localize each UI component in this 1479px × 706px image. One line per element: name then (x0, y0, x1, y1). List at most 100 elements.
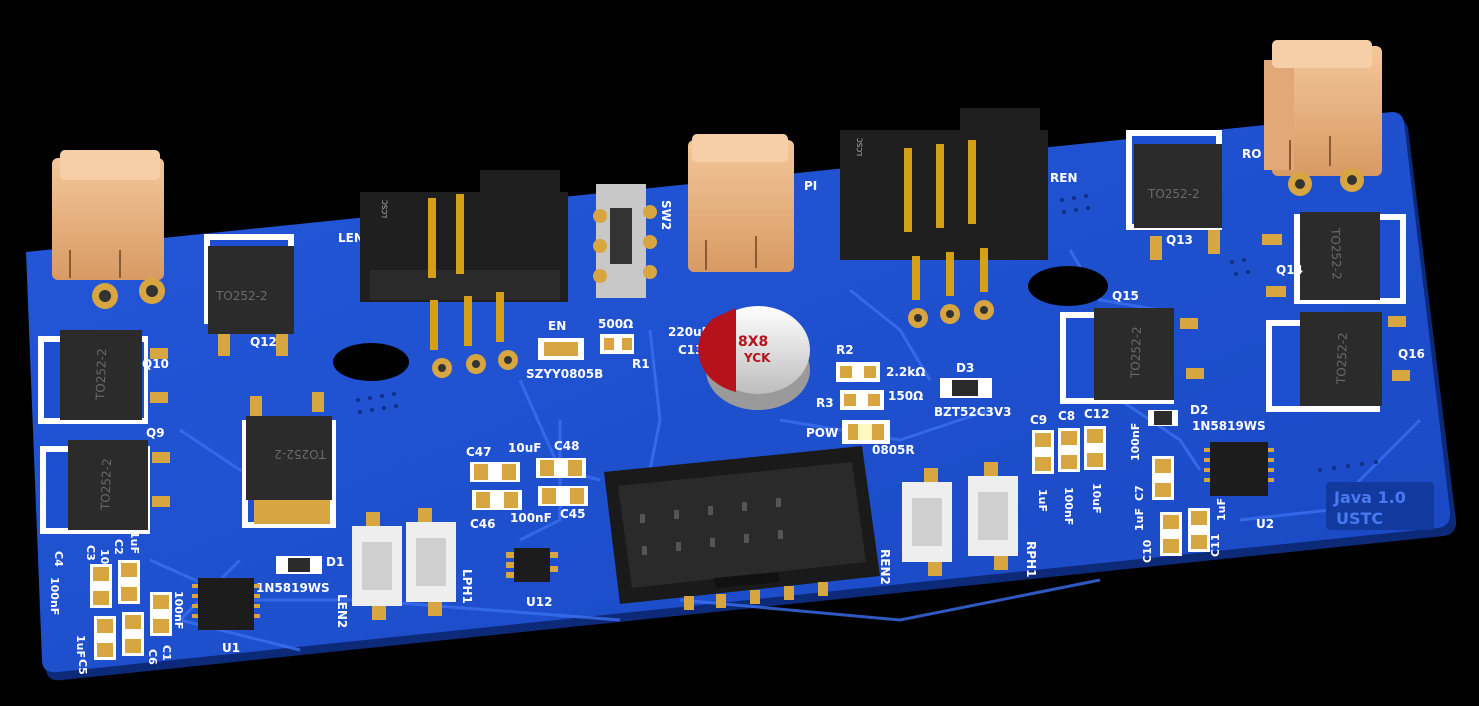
board-org: USTC (1336, 509, 1383, 528)
resistor-r3: R3 150Ω (816, 389, 923, 410)
value-220uf: 220uF (668, 325, 710, 339)
package-label: TO252-2 (1147, 187, 1200, 201)
ref-lph1: LPH1 (460, 569, 474, 604)
ref-c45: C45 (560, 507, 586, 521)
package-label: TO252-2 (274, 447, 327, 461)
mounting-slot (333, 343, 409, 381)
resistor-r2: R2 2.2kΩ (836, 343, 925, 382)
label-ren: REN (1050, 171, 1077, 185)
ref-0805r: 0805R (872, 443, 915, 457)
board-name: Java 1.0 (1333, 488, 1406, 507)
ic-u1: U1 (192, 578, 260, 655)
value-c7: 100nF (1129, 423, 1142, 461)
label-pow: POW (806, 426, 838, 440)
led-pow: POW 0805R (806, 420, 915, 457)
value-150: 150Ω (888, 389, 923, 403)
lcsc-logo: LCSC (856, 138, 865, 156)
label-pi: PI (804, 179, 817, 193)
board-label: Java 1.0 USTC (1326, 482, 1434, 530)
package-label: TO252-2 (215, 289, 268, 303)
xt-connector-left (52, 150, 165, 309)
value-c2: 1uF (128, 531, 141, 554)
value-c8: 100nF (1062, 487, 1075, 525)
package-label: TO252-2 (1128, 326, 1144, 379)
cap-brand: YCK (743, 351, 771, 365)
package-label: TO252-2 (93, 348, 109, 401)
ref-q10: Q10 (142, 357, 169, 371)
ref-c6: C6 (146, 649, 159, 665)
ref-sw2: SW2 (659, 200, 673, 230)
header-len: LEN LCSC (338, 170, 568, 378)
ref-c4: C4 (52, 551, 65, 567)
ref-rph1: RPH1 (1024, 541, 1038, 577)
ref-c7: C7 (1133, 485, 1146, 501)
ref-c1: C1 (160, 645, 173, 661)
diode-d1: D1 1N5819WS (256, 555, 344, 595)
ref-q14: Q14 (1276, 263, 1303, 277)
value-10uf: 10uF (508, 441, 541, 455)
ref-c3: C3 (84, 545, 97, 561)
header-ren: LCSC REN (840, 108, 1077, 328)
value-c1: 100nF (172, 591, 185, 629)
ref-c46: C46 (470, 517, 496, 531)
ref-q9: Q9 (146, 426, 165, 440)
ref-c13: C13 (678, 343, 704, 357)
mosfet-q15: TO252-2 Q15 (1060, 289, 1204, 404)
mosfet-q12: TO252-2 Q12 (204, 234, 294, 356)
label-en: EN (548, 319, 566, 333)
cap-size: 8X8 (738, 334, 768, 350)
via-array (356, 194, 1378, 472)
ref-c2: C2 (112, 539, 125, 555)
label-ro: RO (1242, 147, 1261, 161)
ref-szyy: SZYY0805B (526, 367, 603, 381)
ic-u12: U12 (506, 548, 558, 609)
ref-c11: C11 (1209, 534, 1222, 557)
ref-c9: C9 (1030, 413, 1047, 427)
ref-u2: U2 (1256, 517, 1274, 531)
mosfet-q11: TO252-2 (242, 392, 336, 528)
button-len2: LEN2 (335, 512, 402, 628)
ref-r2: R2 (836, 343, 854, 357)
ref-q13: Q13 (1166, 233, 1193, 247)
mosfet-q14: TO252-2 Q14 (1262, 212, 1406, 304)
ref-r3: R3 (816, 396, 834, 410)
button-rph1: RPH1 (968, 462, 1038, 577)
mounting-slot (1028, 266, 1108, 306)
package-label: TO252-2 (98, 458, 114, 511)
ref-r1: R1 (632, 357, 650, 371)
ref-u12: U12 (526, 595, 552, 609)
ref-ren2: REN2 (878, 549, 892, 585)
capacitor-c13: 220uF C13 8X8 YCK (668, 306, 810, 410)
xt-connector-pi: PI (688, 134, 817, 272)
ref-c12: C12 (1084, 407, 1110, 421)
value-100nf: 100nF (510, 511, 552, 525)
ref-d1: D1 (326, 555, 344, 569)
ref-d2: D2 (1190, 403, 1208, 417)
package-label: TO252-2 (1334, 332, 1350, 385)
mosfet-q10: TO252-2 Q10 (38, 330, 169, 424)
ref-q16: Q16 (1398, 347, 1425, 361)
value-d1: 1N5819WS (256, 581, 330, 595)
ref-len2: LEN2 (335, 594, 349, 628)
value-c12: 10uF (1090, 483, 1103, 514)
ref-c8: C8 (1058, 409, 1075, 423)
value-zener: BZT52C3V3 (934, 405, 1012, 419)
resistor-r1: 500Ω R1 (598, 317, 650, 371)
value-500: 500Ω (598, 317, 633, 331)
capacitor-group-center: C47 10uF C48 C46 100nF C45 (466, 439, 588, 531)
package-label: TO252-2 (1328, 227, 1344, 280)
value-c9: 1uF (1036, 489, 1049, 512)
mosfet-q13: TO252-2 Q13 (1126, 130, 1222, 260)
button-ren2: REN2 (878, 468, 952, 585)
mosfet-q9: TO252-2 Q9 (40, 426, 170, 534)
switch-sw2: SW2 (593, 184, 673, 298)
ref-c5: C5 (76, 659, 89, 675)
value-2k2: 2.2kΩ (886, 365, 925, 379)
button-lph1: LPH1 (406, 508, 474, 616)
traces (149, 249, 1422, 652)
ref-c10: C10 (1141, 539, 1154, 563)
value-c10: 1uF (1133, 508, 1146, 531)
ref-d3: D3 (956, 361, 974, 375)
diode-d3: D3 BZT52C3V3 (934, 361, 1012, 419)
